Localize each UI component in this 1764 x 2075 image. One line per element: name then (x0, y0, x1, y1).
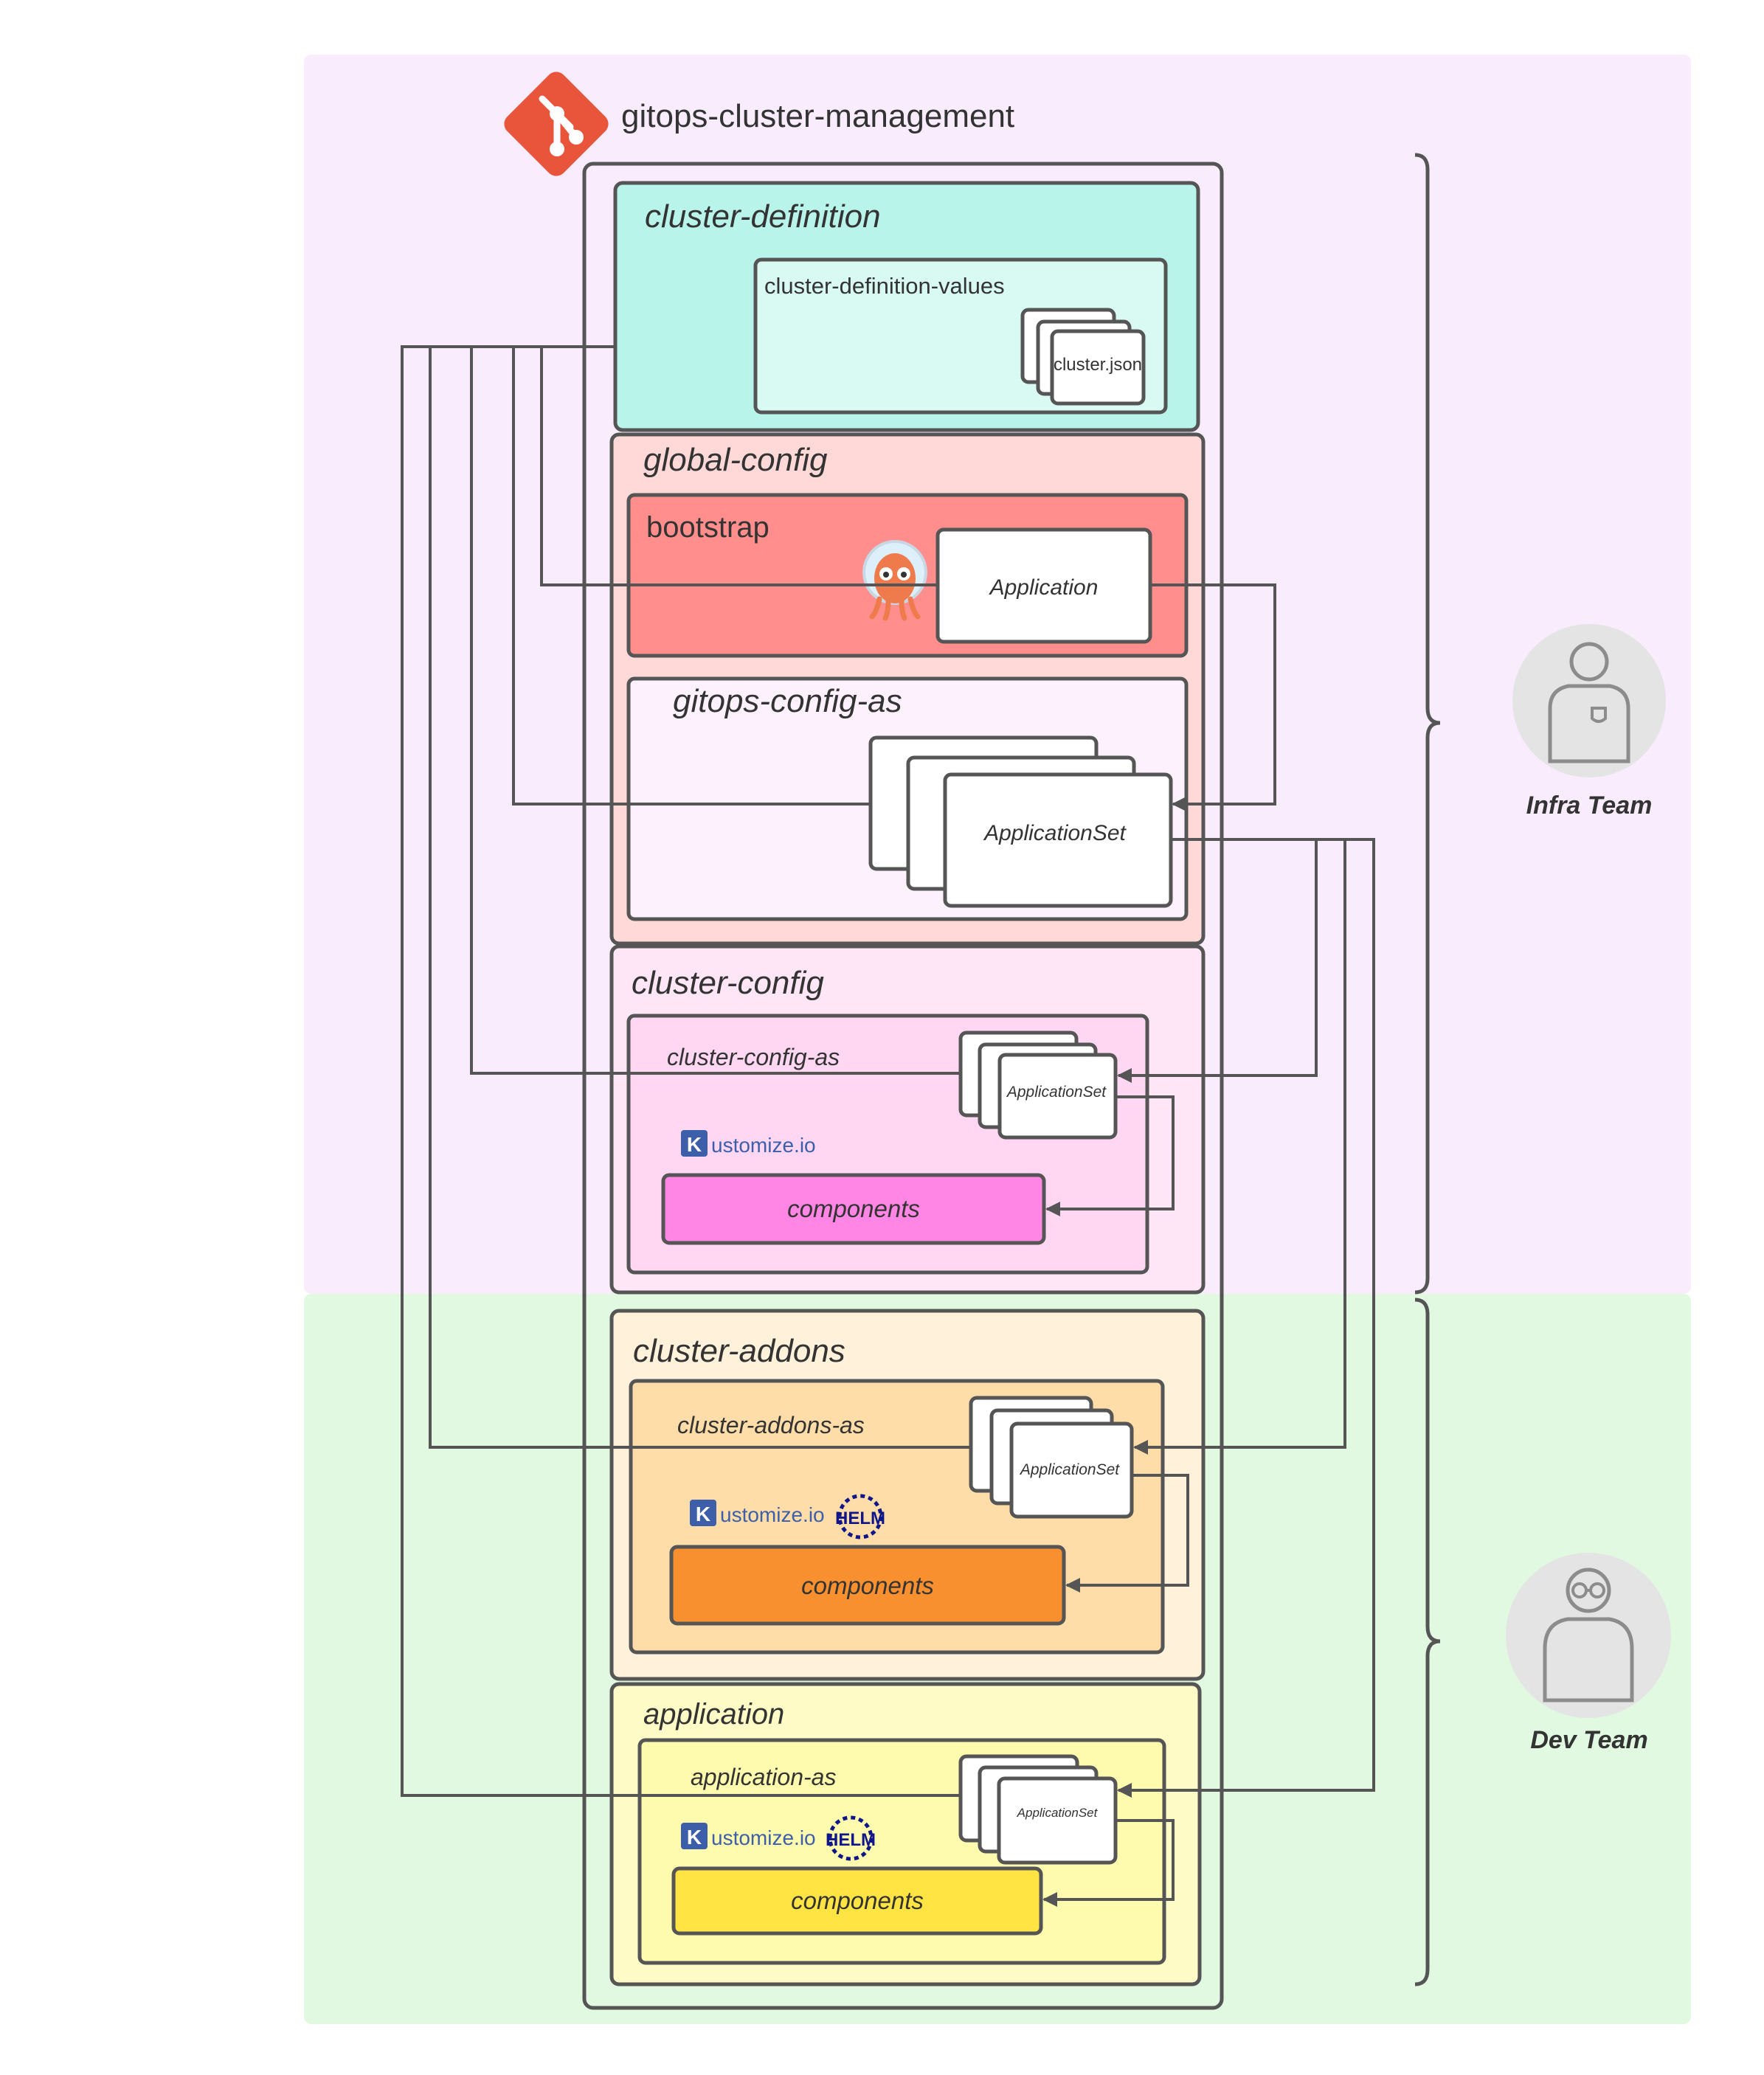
svg-text:K: K (687, 1826, 702, 1849)
svg-text:K: K (687, 1133, 702, 1156)
application-appset-label: ApplicationSet (1017, 1806, 1099, 1820)
kustomize-text: ustomize.io (711, 1826, 816, 1849)
svg-text:K: K (696, 1503, 710, 1525)
application-title: application (643, 1698, 784, 1731)
gitops-config-as-title: gitops-config-as (673, 683, 902, 719)
application-as-title: application-as (691, 1764, 836, 1790)
cluster-json-file-stack: cluster.json (1020, 308, 1146, 406)
repo-box (582, 162, 1224, 2010)
connector-lines (401, 345, 1375, 1907)
cluster-addons-components-label: components (801, 1572, 934, 1599)
kustomize-logo: K ustomize.io (690, 1500, 825, 1526)
cluster-json-label: cluster.json (1054, 355, 1142, 375)
repo-name: gitops-cluster-management (621, 98, 1014, 134)
infra-team-label: Infra Team (1526, 791, 1653, 820)
bootstrap-application-label: Application (989, 575, 1099, 600)
bootstrap-title: bootstrap (646, 511, 769, 544)
cluster-addons-appset-stack: ApplicationSet (969, 1396, 1134, 1519)
cluster-config-title: cluster-config (632, 965, 824, 1001)
application-components-label: components (791, 1887, 924, 1914)
cluster-config-components-label: components (787, 1195, 920, 1222)
cluster-definition-title: cluster-definition (645, 198, 881, 235)
cluster-addons-title: cluster-addons (633, 1333, 845, 1369)
cluster-addons-appset-label: ApplicationSet (1019, 1461, 1120, 1478)
global-config-title: global-config (643, 442, 828, 478)
person-glasses-icon (1506, 1553, 1671, 1718)
cluster-addons-as-title: cluster-addons-as (677, 1412, 865, 1438)
cluster-config-appset-stack: ApplicationSet (958, 1030, 1118, 1140)
helm-text: HELM (826, 1830, 876, 1850)
gitops-config-appset-label: ApplicationSet (983, 821, 1127, 845)
infra-team-brace (1414, 153, 1441, 1295)
cluster-config-appset-label: ApplicationSet (1006, 1084, 1107, 1101)
application-appset-stack: ApplicationSet (958, 1754, 1118, 1865)
git-icon (504, 72, 609, 176)
cluster-config-components-box (661, 1173, 1046, 1245)
kustomize-text: ustomize.io (711, 1134, 816, 1157)
kustomize-text: ustomize.io (720, 1503, 825, 1526)
kustomize-logo: K ustomize.io (681, 1823, 816, 1849)
dev-team-label: Dev Team (1530, 1726, 1647, 1754)
gitops-config-appset-stack: ApplicationSet (868, 735, 1173, 908)
cluster-config-as-title: cluster-config-as (667, 1044, 840, 1070)
helm-text: HELM (835, 1508, 885, 1528)
application-components-box (671, 1866, 1043, 1936)
kustomize-logo: K ustomize.io (681, 1130, 816, 1157)
cluster-addons-components-box (669, 1545, 1066, 1626)
dev-team-brace (1414, 1298, 1441, 1986)
helm-logo: HELM (826, 1815, 876, 1861)
helm-logo: HELM (835, 1494, 885, 1539)
person-icon (1512, 624, 1666, 777)
argo-octopus-icon (862, 540, 927, 621)
cluster-definition-values-title: cluster-definition-values (764, 273, 1005, 299)
